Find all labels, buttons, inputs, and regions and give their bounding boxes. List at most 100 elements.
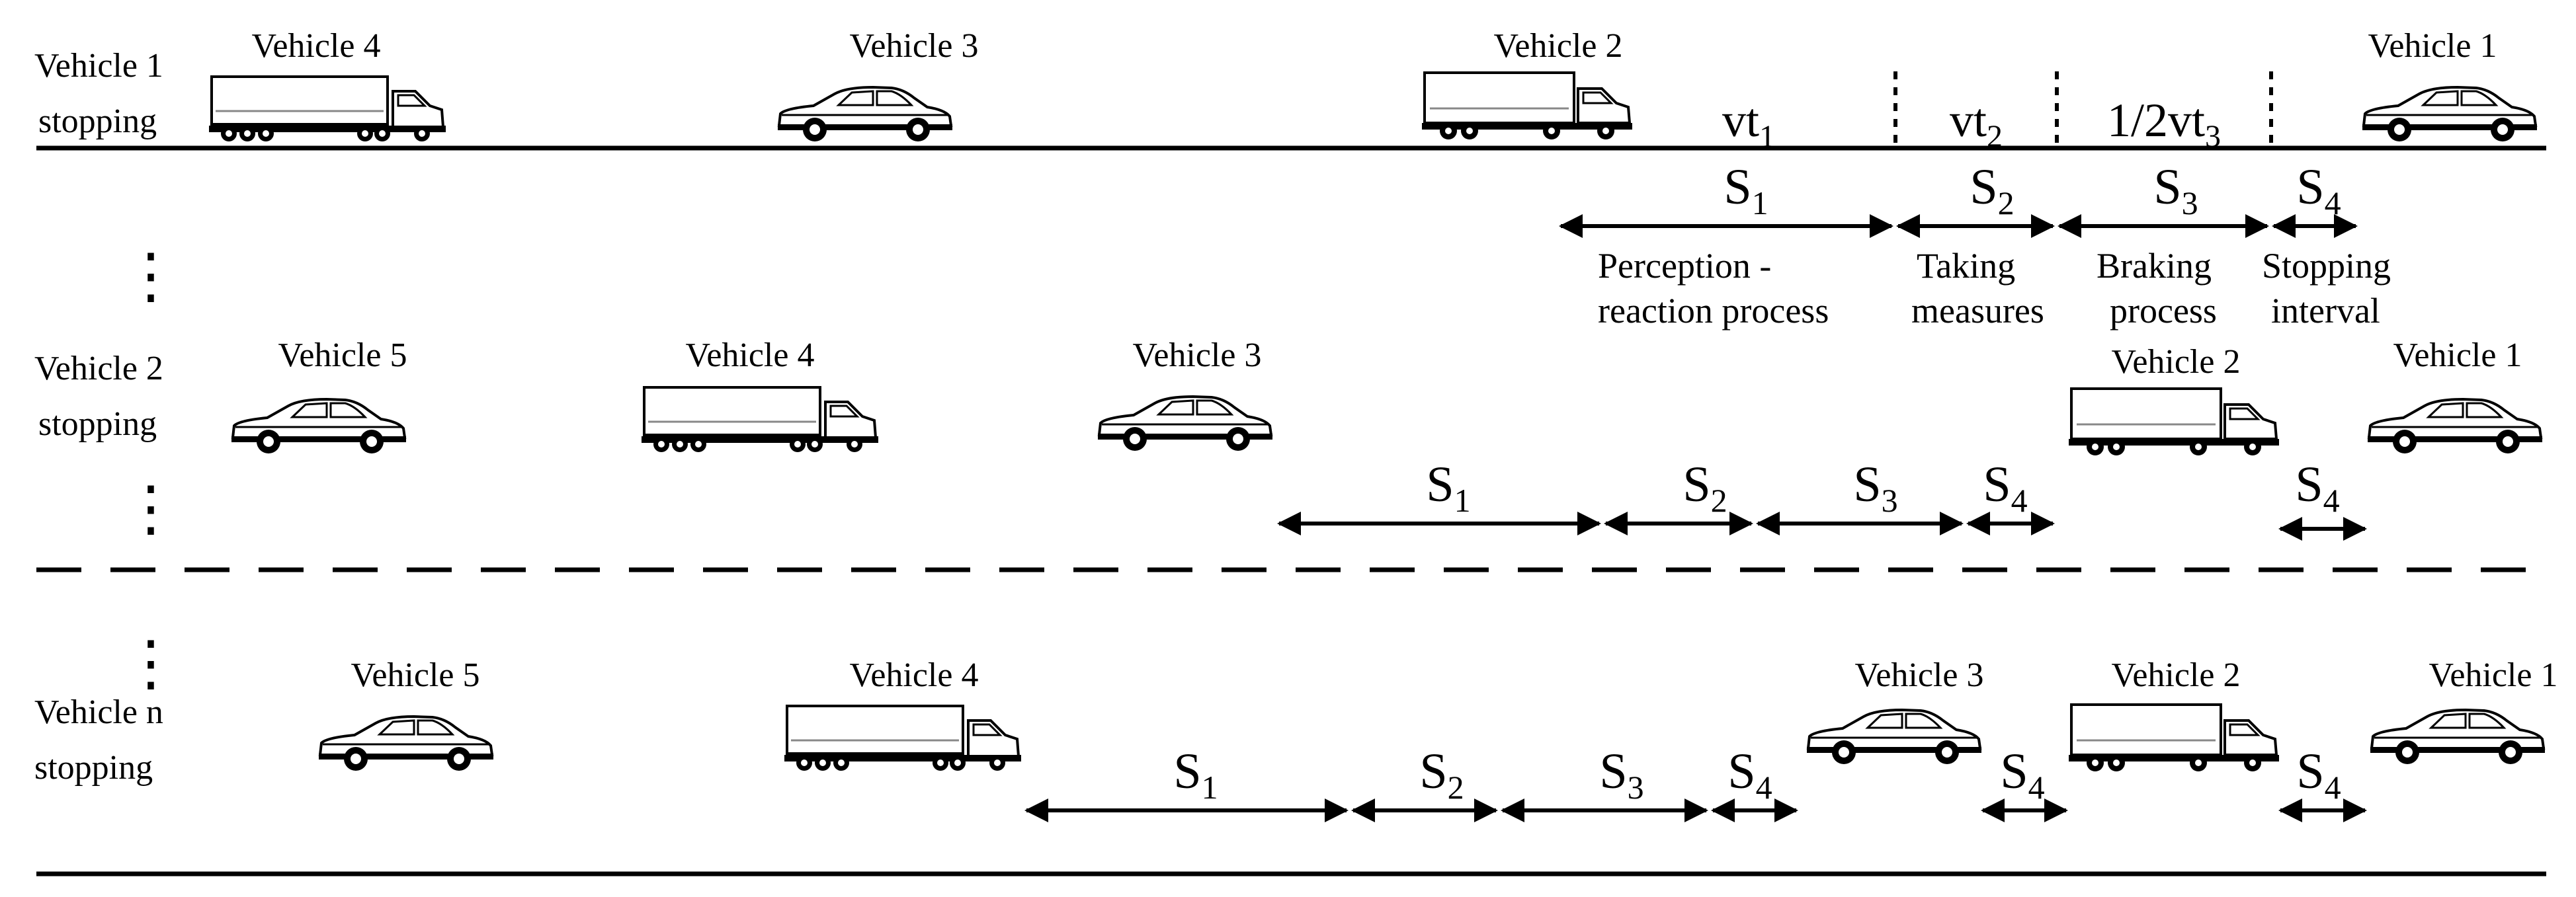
row2-label-line1: Vehicle 2 [34,350,163,387]
continuation-dots-3: ⋮ [120,629,181,697]
desc-taking-measures: Taking measures [1911,246,2044,331]
desc-stopping-interval-line2: interval [2271,291,2380,331]
row2-label: Vehicle 2 stopping [34,350,172,443]
row1-segment-label-s4-base: S [2296,159,2324,215]
row3-segment-label-s2-base: S [1419,744,1447,799]
row1-label-line2: stopping [38,102,157,140]
desc-perception-reaction: Perception - reaction process [1598,246,1829,331]
truck-long-icon [208,75,447,143]
row2-segment-label-s3-sub: 3 [1882,482,1898,519]
row3-vehicle-label: Vehicle 1 [2429,656,2558,694]
truck-icon [1421,71,1634,141]
row3-vehicle-label: Vehicle 2 [2112,656,2241,694]
desc-braking-process-line2: process [2110,291,2217,331]
row3-segment-label-s4c-sub: 4 [2325,769,2341,806]
truck-icon [2067,703,2280,773]
desc-perception-reaction-line2: reaction process [1598,291,1829,331]
row3-segment-label-s2-sub: 2 [1448,769,1464,806]
car-icon [1097,395,1274,452]
phase-label-1-base: vt [1722,94,1759,147]
row3-vehicle-label: Vehicle 3 [1855,656,1984,694]
phase-label-2: vt2 [1950,94,2003,154]
row2-vehicle-label: Vehicle 2 [2112,343,2241,381]
row3-segment-label-s3-sub: 3 [1628,769,1644,806]
phase-label-1: vt1 [1722,94,1775,154]
car-icon [230,398,407,455]
car-icon [1806,709,1983,765]
desc-perception-reaction-line1: Perception - [1598,246,1771,286]
row1-segment-label-s2-base: S [1970,159,1997,215]
truck-icon [2067,387,2280,457]
row2-segment-label-s2: S2 [1683,457,1727,519]
row1-label: Vehicle 1 stopping [34,47,172,140]
row1-vehicle-label: Vehicle 2 [1494,27,1623,65]
row2-segment-label-s1-sub: 1 [1454,482,1471,519]
row3-segment-label-s4c-base: S [2296,744,2324,799]
row1-vehicle-label: Vehicle 4 [252,27,381,65]
row1-segment-label-s3-sub: 3 [2182,184,2198,221]
desc-braking-process: Braking process [2097,246,2220,331]
car-icon [2361,86,2538,143]
row2-segment-label-s4b-base: S [2295,457,2323,512]
row1-segment-label-s1-sub: 1 [1752,184,1768,221]
row3-label-line2: stopping [34,749,153,787]
row3-segment-label-s4b: S4 [2000,744,2044,806]
phase-label-1-sub: 1 [1759,119,1775,154]
row1-segment-label-s3-base: S [2153,159,2181,215]
row3-segment-label-s1: S1 [1173,744,1218,806]
row3-segment-label-s4a-sub: 4 [1756,769,1772,806]
car-icon [776,86,954,143]
row2-label-line2: stopping [38,405,157,443]
desc-braking-process-line1: Braking [2097,246,2212,286]
row2-segment-label-s3-base: S [1853,457,1881,512]
row2-vehicle-label: Vehicle 1 [2393,336,2522,374]
desc-taking-measures-line1: Taking [1917,246,2015,286]
row2-vehicle-label: Vehicle 3 [1133,336,1262,374]
row3-segment-label-s3-base: S [1599,744,1627,799]
row3-vehicle-label: Vehicle 5 [351,656,480,694]
continuation-dots-1: ⋮ [120,242,181,309]
row3-segment-label-s4b-sub: 4 [2028,769,2045,806]
row3-segment-label-s4b-base: S [2000,744,2028,799]
row2-segment-label-s3: S3 [1853,457,1897,519]
row1-segment-label-s2-sub: 2 [1998,184,2015,221]
row2-segment-label-s4b-sub: 4 [2323,482,2340,519]
row3-segment-label-s4a-base: S [1727,744,1755,799]
row1-label-line1: Vehicle 1 [34,47,163,85]
row2-segment-label-s2-sub: 2 [1711,482,1727,519]
desc-stopping-interval: Stopping interval [2262,246,2400,331]
truck-long-icon [640,386,880,453]
row3-segment-label-s4a: S4 [1727,744,1772,806]
row3-segment-label-s2: S2 [1419,744,1464,806]
row2-segment-label-s2-base: S [1683,457,1710,512]
car-icon [2366,398,2544,455]
row1-segment-label-s1: S1 [1724,159,1768,221]
row1-vehicle-label: Vehicle 1 [2368,27,2497,65]
continuation-dots-2: ⋮ [120,475,181,542]
phase-label-2-sub: 2 [1987,119,2003,154]
row3-segment-label-s1-sub: 1 [1202,769,1218,806]
row3-segment-label-s3: S3 [1599,744,1643,806]
phase-label-2-base: vt [1950,94,1987,147]
row2-segment-label-s4a-sub: 4 [2011,482,2028,519]
phase-label-3-base: 1/2vt [2107,94,2205,147]
row2-segment-label-s4b: S4 [2295,457,2339,519]
row3-label-line1: Vehicle n [34,693,163,731]
row3-segment-label-s1-base: S [1173,744,1201,799]
car-icon [317,715,495,772]
phase-label-3-sub: 3 [2205,119,2221,154]
row2-segment-label-s4a-base: S [1983,457,2011,512]
row1-vehicle-label: Vehicle 3 [850,27,979,65]
row2-segment-label-s4a: S4 [1983,457,2027,519]
phase-label-3: 1/2vt3 [2107,94,2221,154]
desc-taking-measures-line2: measures [1911,291,2044,331]
row1-segment-label-s2: S2 [1970,159,2014,221]
row3-segment-label-s4c: S4 [2296,744,2341,806]
row2-vehicle-label: Vehicle 5 [278,336,407,374]
row1-segment-label-s3: S3 [2153,159,2198,221]
row3-vehicle-label: Vehicle 4 [850,656,979,694]
row2-segment-label-s1: S1 [1426,457,1470,519]
row2-vehicle-label: Vehicle 4 [686,336,815,374]
